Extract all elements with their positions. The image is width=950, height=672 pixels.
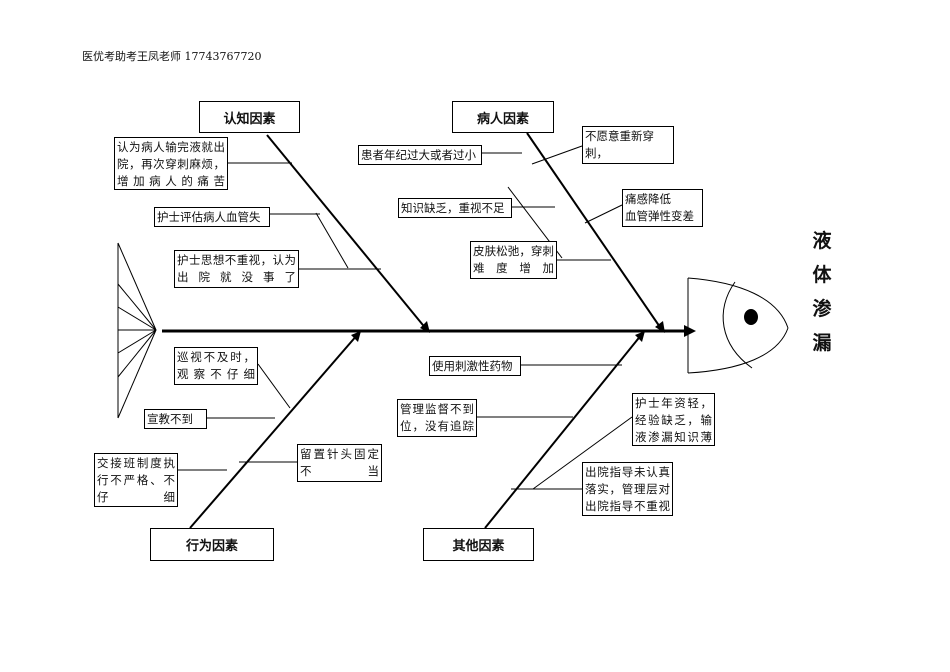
arrowhead-patient (655, 321, 665, 333)
cause-box-o2: 管理监督不到位，没有追踪检查 (397, 399, 477, 437)
effect-title: 液 体 渗 漏 (810, 224, 834, 360)
effect-char-3: 渗 (812, 298, 832, 320)
bone-other (484, 333, 643, 529)
effect-char-2: 体 (812, 264, 832, 286)
effect-char-1: 液 (812, 230, 832, 252)
connector-p4 (584, 204, 623, 224)
cause-box-p2: 不愿意重新穿刺， 自我感觉良好 (582, 126, 674, 164)
cause-box-p3: 知识缺乏，重视不足 (398, 198, 512, 218)
cause-box-b1: 巡视不及时，观察不仔细 (174, 347, 258, 385)
bone-behavior (189, 333, 359, 529)
category-behavior: 行为因素 (150, 528, 274, 561)
fish-tail (117, 242, 157, 419)
cause-box-o3: 护士年资轻，经验缺乏，输液渗漏知识薄弱 (632, 393, 715, 446)
fish-eye (744, 309, 758, 325)
fish-head (687, 277, 789, 374)
arrowhead-other (635, 331, 645, 342)
effect-char-4: 漏 (812, 332, 832, 354)
cause-box-o4: 出院指导未认真落实，管理层对出院指导不重视 (582, 462, 673, 516)
category-other: 其他因素 (423, 528, 534, 561)
cause-box-c1: 认为病人输完液就出院，再次穿刺麻烦，增加病人的痛苦 (114, 137, 228, 190)
cause-box-c2: 护士评估病人血管失误 (154, 207, 270, 227)
connector-p2 (531, 145, 583, 165)
connector-b1 (257, 363, 291, 409)
header-text: 医优考助考王凤老师 17743767720 (82, 50, 262, 63)
arrowhead-behavior (351, 331, 361, 342)
arrowhead-cognition (420, 321, 430, 333)
cause-box-p4: 痛感降低 血管弹性变差 (622, 189, 703, 227)
category-cognition: 认知因素 (199, 101, 300, 133)
spine-arrowhead (684, 325, 696, 337)
cause-box-b2: 宣教不到位 (144, 409, 207, 429)
connector-o3 (532, 416, 633, 490)
cause-box-b3: 交接班制度执行不严格、不仔细 (94, 453, 178, 507)
cause-box-p1: 患者年纪过大或者过小 (358, 145, 482, 165)
category-patient: 病人因素 (452, 101, 554, 133)
cause-box-b4: 留置针头固定不当 (297, 444, 382, 482)
bone-cognition (266, 134, 428, 331)
cause-box-p5: 皮肤松弛，穿刺难度增加 (470, 241, 557, 279)
cause-box-o1: 使用刺激性药物 (429, 356, 521, 376)
bone-patient (526, 132, 663, 331)
cause-box-c3: 护士思想不重视，认为出院就没事了 (174, 250, 299, 288)
sub-bone-cognition (315, 212, 349, 269)
